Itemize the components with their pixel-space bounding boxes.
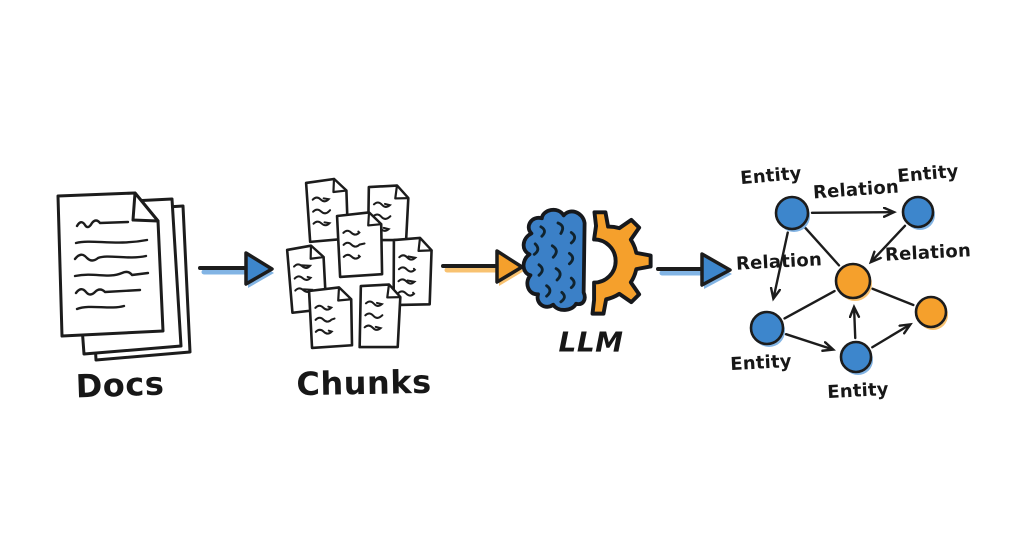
edge-entity-top-left-to-entity-bottom-left (774, 231, 789, 298)
edge-entity-top-left-to-entity-center (804, 226, 841, 267)
docs-stack-illustration (56, 191, 192, 362)
entity-top-left-node (774, 195, 810, 232)
edge-entity-bottom-center-to-entity-right (871, 325, 909, 349)
relation-label-entity-top-right-entity-center: Relation (884, 240, 972, 266)
llm-label: LLM (558, 325, 624, 359)
chunk-doc-illustration (358, 283, 402, 349)
entity-center-node (834, 262, 872, 301)
edge-entity-center-to-entity-right (871, 287, 915, 307)
doc-text-lines (73, 219, 150, 311)
entity-bottom-center-node (839, 340, 873, 375)
entity-bottom-left-label: Entity (729, 350, 793, 376)
arrow-chunks-to-llm (441, 249, 524, 286)
gear-icon (590, 210, 653, 316)
chunk-doc-illustration (335, 211, 384, 279)
edge-entity-bottom-center-to-entity-center (854, 308, 855, 340)
chunk-doc-illustration (307, 286, 354, 350)
graph-nodes (749, 195, 948, 375)
entity-bottom-center-label: Entity (826, 378, 890, 404)
arrow-llm-to-graph (656, 252, 732, 289)
edge-entity-bottom-left-to-entity-bottom-center (784, 332, 832, 349)
docs-label: Docs (75, 364, 165, 406)
relation-label-entity-top-left-entity-bottom-left: Relation (735, 249, 823, 275)
chunks-label: Chunks (296, 362, 432, 404)
pipeline-arrows (198, 249, 732, 289)
entity-right-node (914, 295, 948, 330)
brain-icon (521, 207, 587, 312)
llm-illustration (521, 207, 653, 316)
graph-edges (774, 212, 915, 349)
entity-bottom-left-node (749, 310, 785, 347)
edge-entity-top-left-to-entity-top-right (810, 212, 893, 213)
edge-entity-top-right-to-entity-center (872, 224, 907, 262)
chunks-illustration (285, 177, 433, 350)
edge-entity-bottom-left-to-entity-center (783, 289, 836, 320)
doc-sheet-front (56, 191, 165, 338)
doc-fold-corner (131, 191, 160, 223)
arrow-docs-to-chunks (198, 251, 274, 288)
entity-top-right-node (901, 195, 935, 230)
